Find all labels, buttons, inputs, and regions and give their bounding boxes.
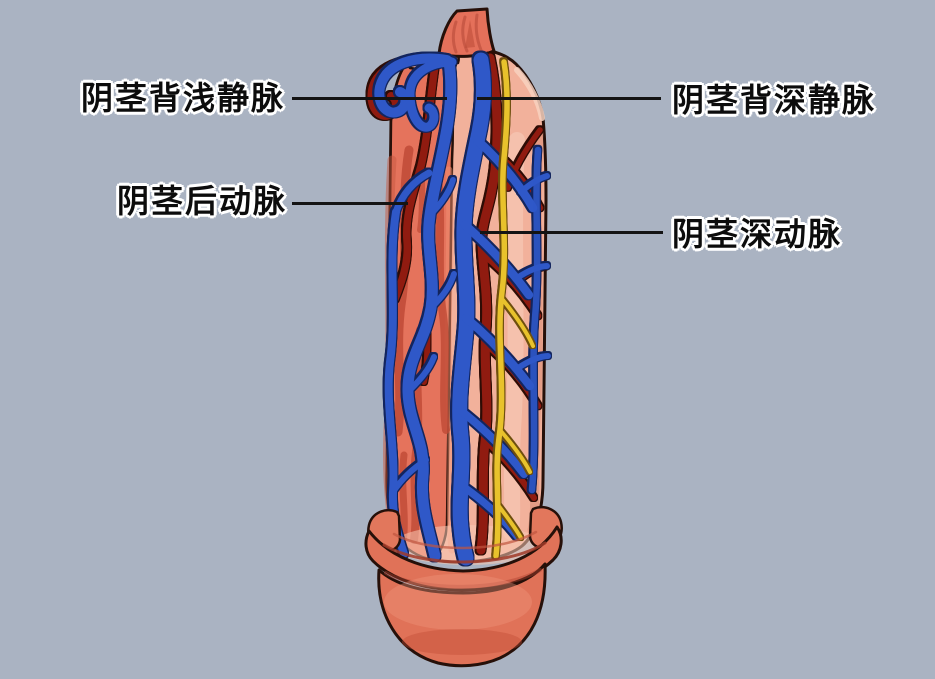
leader-line-superficial-dorsal-vein (292, 97, 447, 100)
leader-line-deep-artery (480, 231, 663, 234)
glans-cup (377, 562, 547, 668)
leader-line-deep-dorsal-vein (477, 97, 661, 100)
nerve-yellow (493, 59, 535, 559)
label-deep-artery: 阴茎深动脉 (672, 216, 843, 252)
label-superficial-dorsal-vein: 阴茎背浅静脉 (80, 80, 285, 116)
glans (364, 505, 563, 668)
leader-line-posterior-artery (292, 202, 408, 205)
label-deep-dorsal-vein: 阴茎背深静脉 (672, 82, 877, 118)
label-posterior-artery: 阴茎后动脉 (116, 183, 287, 219)
deep-dorsal-vein-vessel (452, 52, 491, 566)
glans-rim (364, 525, 563, 592)
